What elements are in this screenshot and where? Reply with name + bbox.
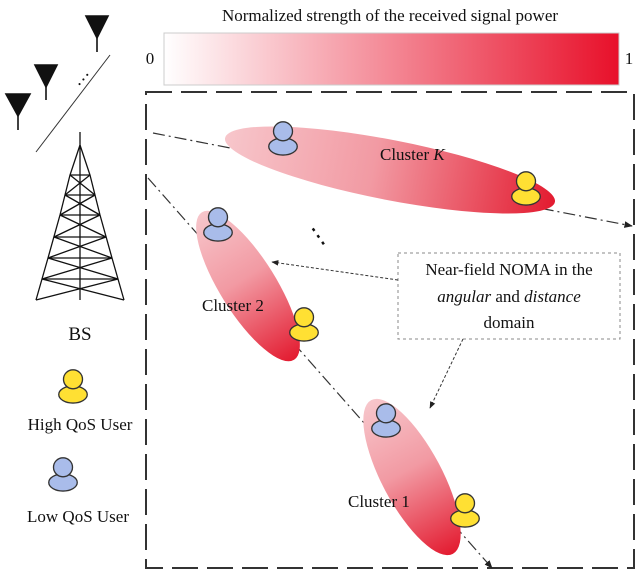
antenna-icon [4, 15, 110, 130]
colorbar-title: Normalized strength of the received sign… [222, 6, 558, 25]
annotation-arrow-cluster-2 [271, 260, 399, 281]
low-qos-user-icon [49, 458, 78, 491]
cluster-2-group: Cluster 2 [196, 197, 318, 362]
cluster-1-label: Cluster 1 [348, 492, 410, 511]
cluster-1-group: Cluster 1 [348, 398, 480, 556]
coverage-region-box [145, 91, 635, 569]
annotation-line-3: domain [484, 313, 535, 332]
annotation-arrow-cluster-1 [429, 338, 464, 409]
tower-icon [35, 132, 125, 301]
cluster-k-group: Cluster K [224, 108, 556, 214]
cluster-ellipsis: ⋮ [301, 219, 336, 254]
annotation-line-2: angular and distance [437, 287, 581, 306]
colorbar-gradient [163, 32, 620, 86]
annotation-box [397, 252, 621, 340]
cluster-1-ellipse [363, 398, 461, 556]
cluster-2-ellipse [196, 210, 300, 362]
colorbar-min-label: 0 [146, 49, 155, 68]
cluster-k-label: Cluster K [380, 145, 446, 164]
base-station: … BS [4, 15, 125, 345]
colorbar-max-label: 1 [625, 49, 634, 68]
noma-annotation: Near-field NOMA in the angular and dista… [271, 252, 621, 409]
colorbar: Normalized strength of the received sign… [146, 6, 634, 86]
annotation-line-1: Near-field NOMA in the [425, 260, 592, 279]
legend-low-label: Low QoS User [27, 507, 129, 526]
bs-label: BS [68, 324, 91, 345]
high-qos-user-icon [59, 370, 88, 403]
legend-high-label: High QoS User [28, 415, 133, 434]
antenna-dots: … [66, 63, 93, 90]
cluster-k-ellipse [224, 126, 556, 214]
legend: High QoS User Low QoS User [27, 370, 133, 526]
cluster-2-label: Cluster 2 [202, 296, 264, 315]
